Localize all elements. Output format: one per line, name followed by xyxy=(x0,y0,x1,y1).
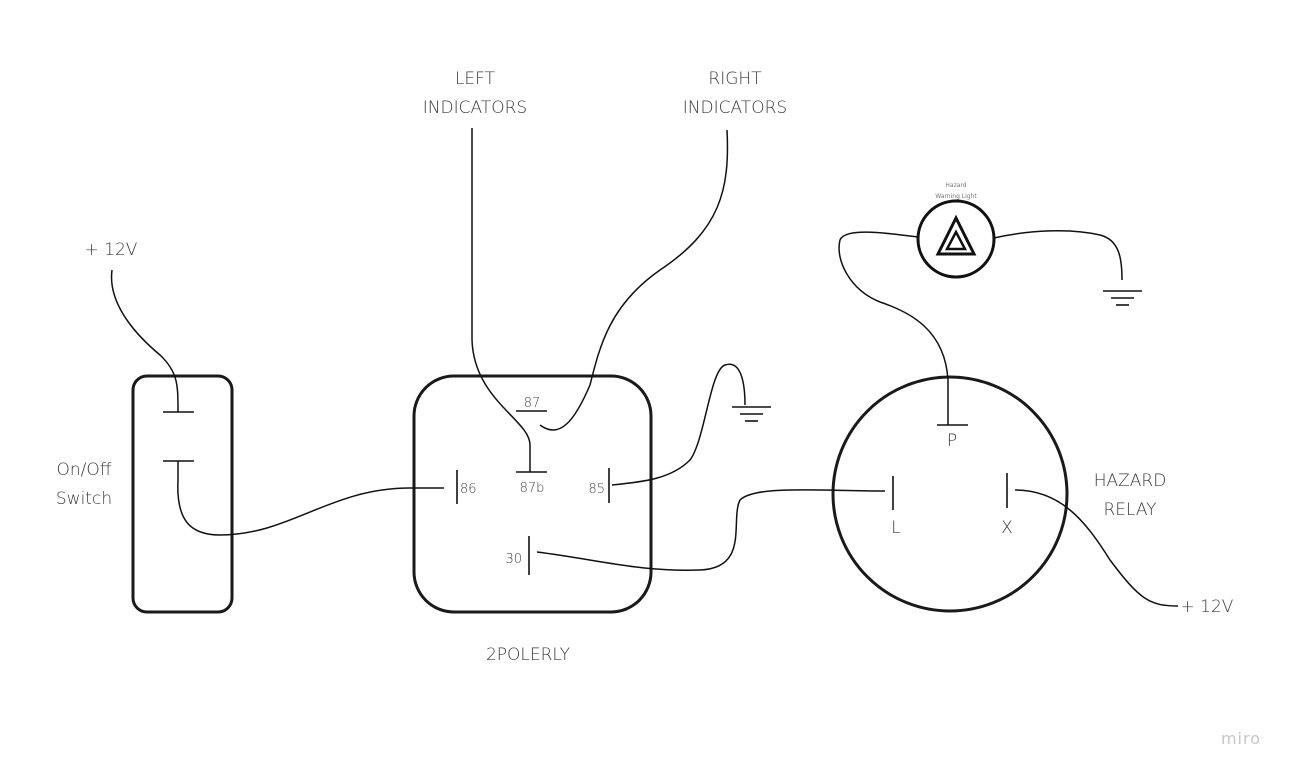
two-pole-relay-body[interactable] xyxy=(412,374,653,614)
pin-30-label: 30 xyxy=(505,552,522,567)
wire-right-indicators[interactable] xyxy=(539,129,729,431)
wire-p-to-light[interactable] xyxy=(838,231,949,425)
warning-light-label-2: Warning Light xyxy=(935,193,977,200)
warning-light-circle xyxy=(916,199,996,279)
miro-watermark: miro xyxy=(1221,729,1261,748)
wire-30-to-l[interactable] xyxy=(536,489,886,571)
right-indicators-label-2: INDICATORS xyxy=(683,98,787,118)
supply-12v-label: + 12V xyxy=(85,240,138,260)
pin-86-label: 86 xyxy=(460,482,477,497)
hazard-inner-triangle-icon xyxy=(944,229,968,251)
on-off-switch-body[interactable] xyxy=(131,374,234,614)
pin-p-label: P xyxy=(947,431,957,451)
hazard-relay-label-1: HAZARD xyxy=(1094,471,1167,491)
ground-icon-relay xyxy=(732,406,771,422)
hazard-relay-label-2: RELAY xyxy=(1103,500,1156,520)
pin-85-label: 85 xyxy=(588,482,605,497)
wire-x-to-supply[interactable] xyxy=(1014,489,1179,607)
hazard-warning-light[interactable] xyxy=(916,199,996,279)
warning-light-label-1: Hazard xyxy=(945,182,966,189)
pin-87-label: 87 xyxy=(524,396,541,411)
switch-label-2: Switch xyxy=(56,489,112,509)
wire-light-to-ground[interactable] xyxy=(993,230,1123,281)
wire-supply-to-switch[interactable] xyxy=(110,269,179,413)
ground-icon-light xyxy=(1103,290,1142,306)
pin-87b-label: 87b xyxy=(520,481,545,496)
switch-label-1: On/Off xyxy=(57,460,112,480)
relay-name-label: 2POLERLY xyxy=(486,645,570,665)
wire-left-indicators[interactable] xyxy=(471,128,531,472)
pin-l-label: L xyxy=(891,518,900,538)
hazard-triangle-icon xyxy=(935,214,977,256)
hazard-relay-body[interactable] xyxy=(831,375,1069,613)
right-indicators-label-1: RIGHT xyxy=(708,69,762,89)
left-indicators-label-2: INDICATORS xyxy=(423,98,527,118)
pin-x-label: X xyxy=(1001,518,1013,538)
wire-85-to-ground[interactable] xyxy=(611,363,746,486)
left-indicators-label-1: LEFT xyxy=(455,69,496,89)
supply-12v-relay-label: + 12V xyxy=(1181,597,1234,617)
wire-switch-to-86[interactable] xyxy=(177,461,444,536)
